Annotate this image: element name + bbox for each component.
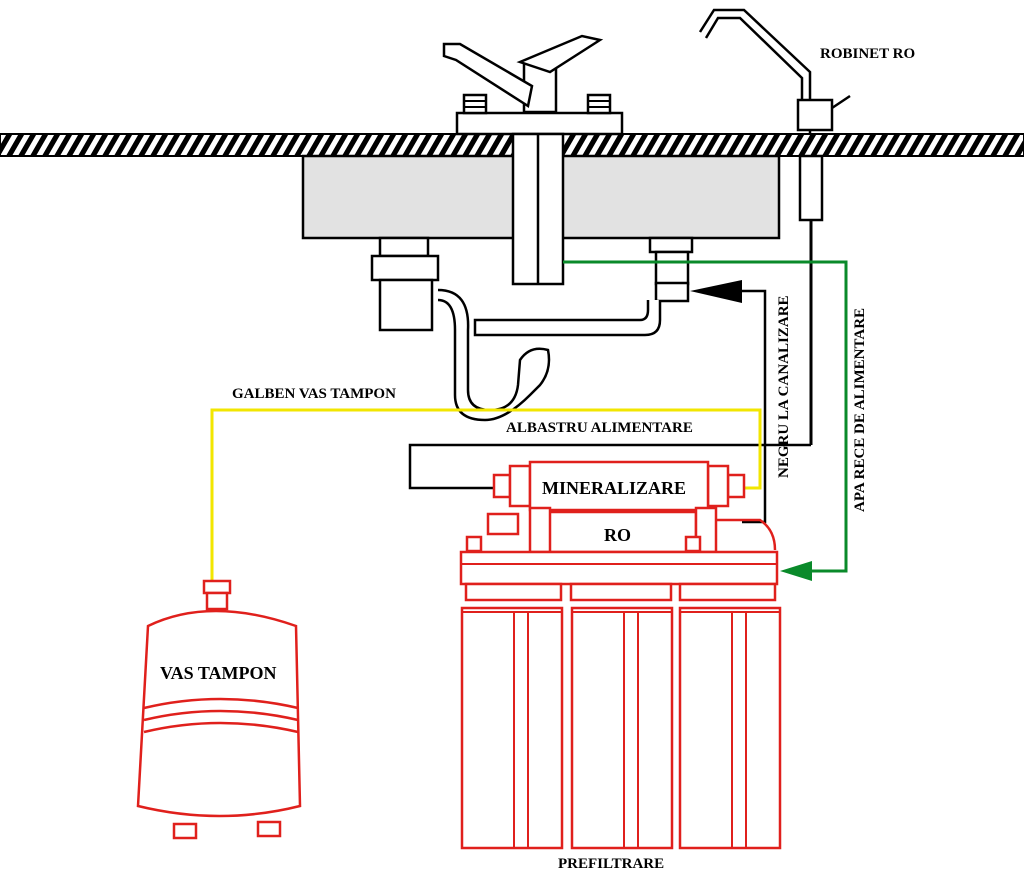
ro-membrane — [465, 506, 777, 554]
kitchen-mixer-faucet — [442, 34, 624, 136]
prefilter-housing-1 — [460, 606, 564, 850]
prefilter-housing-3 — [678, 606, 782, 850]
label-apa-rece-de-alimentare: APA RECE DE ALIMENTARE — [852, 308, 868, 512]
label-negru-la-canalizare: NEGRU LA CANALIZARE — [776, 295, 792, 478]
prefilter-housing-2 — [570, 606, 674, 850]
label-galben-vas-tampon: GALBEN VAS TAMPON — [232, 386, 396, 402]
label-vas-tampon: VAS TAMPON — [160, 663, 277, 683]
sink-drain-trap — [370, 236, 551, 422]
yellow-tank-tube — [210, 408, 762, 584]
drain-saddle — [473, 236, 742, 337]
label-mineralizare: MINERALIZARE — [542, 478, 686, 498]
ro-faucet — [698, 8, 851, 445]
label-prefiltrare: PREFILTRARE — [558, 856, 664, 871]
label-ro: RO — [604, 525, 631, 545]
label-robinet-ro: ROBINET RO — [820, 46, 915, 62]
mineralization-filter — [492, 460, 746, 512]
green-cold-water-tube — [563, 260, 848, 581]
filter-manifold — [459, 550, 779, 602]
faucet-supply-pipe — [511, 132, 565, 286]
supply-tube-to-faucet — [408, 443, 811, 490]
black-drain-tube — [742, 289, 767, 524]
storage-tank — [136, 579, 302, 840]
label-albastru-alimentare: ALBASTRU ALIMENTARE — [506, 420, 693, 436]
